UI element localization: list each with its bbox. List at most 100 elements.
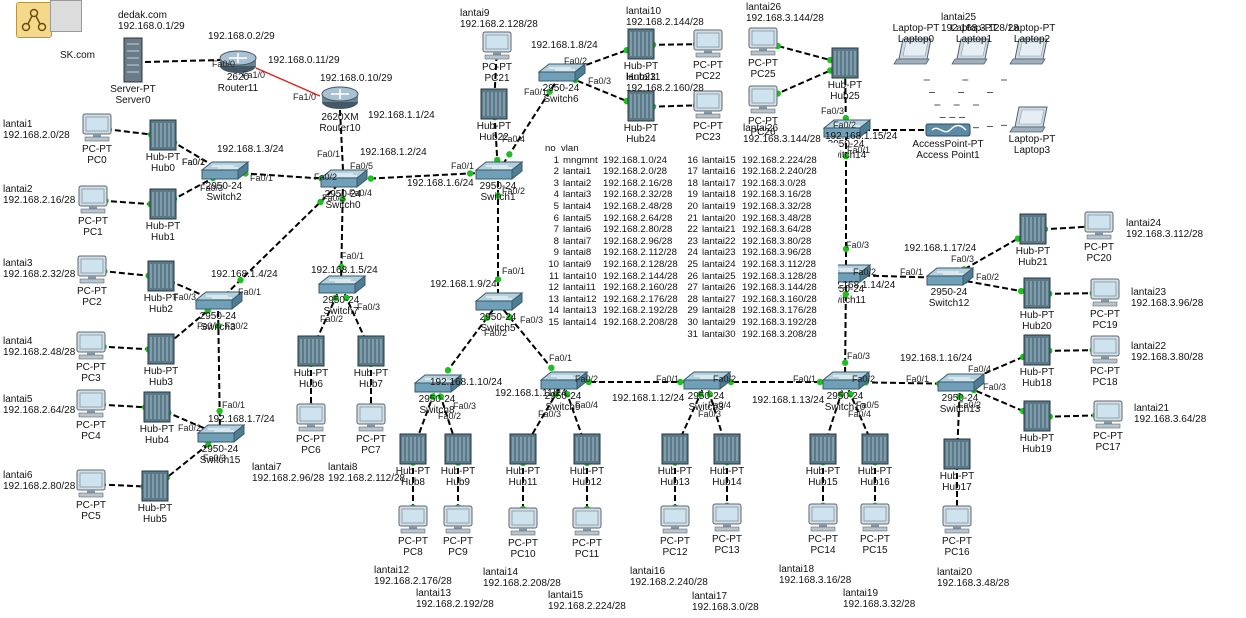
hub-icon[interactable] bbox=[627, 28, 655, 60]
vlan-number: 28 bbox=[687, 293, 698, 305]
pc-icon[interactable] bbox=[1090, 335, 1120, 364]
pc-icon[interactable] bbox=[860, 503, 890, 532]
router11-icon[interactable] bbox=[219, 50, 257, 73]
hub-icon[interactable] bbox=[831, 47, 859, 79]
vlan-subnet: 192.168.2.48/28 bbox=[603, 200, 673, 212]
hub-icon[interactable] bbox=[297, 335, 325, 367]
pc-icon[interactable] bbox=[443, 505, 473, 534]
pc-icon[interactable] bbox=[78, 185, 108, 214]
pc-icon[interactable] bbox=[1084, 211, 1114, 240]
hub-icon[interactable] bbox=[943, 438, 971, 470]
hub-icon[interactable] bbox=[627, 90, 655, 122]
pc-icon[interactable] bbox=[76, 389, 106, 418]
server-icon[interactable] bbox=[123, 37, 143, 83]
hub-icon[interactable] bbox=[1023, 400, 1051, 432]
switch-icon[interactable] bbox=[194, 290, 244, 311]
hub-icon[interactable] bbox=[661, 433, 689, 465]
laptop-icon[interactable] bbox=[1009, 38, 1048, 65]
pc-icon[interactable] bbox=[712, 503, 742, 532]
link-light bbox=[237, 276, 244, 284]
link-light bbox=[842, 291, 850, 298]
pc-icon[interactable] bbox=[76, 469, 106, 498]
vlan-name: lantai6 bbox=[563, 224, 592, 236]
vlan-subnet: 192.168.3.16/28 bbox=[742, 189, 812, 201]
pc-icon[interactable] bbox=[356, 403, 386, 432]
wire-server-router11 bbox=[144, 59, 221, 63]
pc-icon[interactable] bbox=[1093, 400, 1123, 429]
pc-icon[interactable] bbox=[693, 29, 723, 58]
vlan-number: 4 bbox=[553, 189, 559, 201]
pc-icon[interactable] bbox=[660, 505, 690, 534]
hub-icon[interactable] bbox=[149, 188, 177, 220]
hub-icon[interactable] bbox=[143, 391, 171, 423]
hub-icon[interactable] bbox=[357, 335, 385, 367]
vlan-number: 25 bbox=[687, 258, 698, 270]
switch-icon[interactable] bbox=[925, 266, 975, 287]
cluster-panel-icon[interactable] bbox=[50, 0, 82, 32]
pc-icon[interactable] bbox=[296, 403, 326, 432]
pc-icon[interactable] bbox=[398, 505, 428, 534]
hub-icon[interactable] bbox=[141, 470, 169, 502]
pc-icon[interactable] bbox=[508, 507, 538, 536]
pc-icon[interactable] bbox=[748, 85, 778, 114]
hub-icon[interactable] bbox=[147, 333, 175, 365]
pc-icon[interactable] bbox=[572, 507, 602, 536]
switch-icon[interactable] bbox=[474, 160, 524, 181]
pc-icon[interactable] bbox=[942, 505, 972, 534]
laptop-icon[interactable] bbox=[893, 38, 932, 65]
link-light bbox=[444, 367, 452, 374]
hub-icon[interactable] bbox=[480, 88, 508, 120]
switch-icon[interactable] bbox=[822, 118, 872, 139]
hub-icon[interactable] bbox=[1019, 213, 1047, 245]
hub-icon[interactable] bbox=[713, 433, 741, 465]
hub-icon[interactable] bbox=[399, 433, 427, 465]
vlan-name: lantai2 bbox=[563, 177, 592, 189]
switch-icon[interactable] bbox=[319, 168, 369, 189]
hub-icon[interactable] bbox=[509, 433, 537, 465]
hub-icon[interactable] bbox=[573, 433, 601, 465]
vlan-name: lantai4 bbox=[563, 200, 592, 212]
pc-icon[interactable] bbox=[77, 255, 107, 284]
link-light bbox=[706, 391, 713, 398]
switch-icon[interactable] bbox=[474, 291, 524, 312]
laptop-icon[interactable] bbox=[1009, 106, 1048, 133]
vlan-subnet: 192.168.2.16/28 bbox=[603, 177, 673, 189]
router10-icon[interactable] bbox=[321, 86, 359, 109]
laptop-icon[interactable] bbox=[951, 38, 990, 65]
switch-icon[interactable] bbox=[539, 370, 589, 391]
vlan-name: lantai18 bbox=[702, 189, 736, 201]
vlan-number: 6 bbox=[553, 212, 559, 224]
vlan-subnet: 192.168.3.80/28 bbox=[742, 235, 812, 247]
pc-icon[interactable] bbox=[482, 31, 512, 60]
vlan-name: lantai28 bbox=[702, 305, 736, 317]
switch-icon[interactable] bbox=[537, 62, 587, 83]
switch-icon[interactable] bbox=[936, 372, 986, 393]
pc-icon[interactable] bbox=[748, 27, 778, 56]
pc-icon[interactable] bbox=[76, 331, 106, 360]
network-tool-icon[interactable] bbox=[16, 2, 52, 38]
hub-icon[interactable] bbox=[861, 433, 889, 465]
switch-icon[interactable] bbox=[196, 423, 246, 444]
access-point-icon[interactable] bbox=[925, 123, 971, 137]
pc-icon[interactable] bbox=[808, 503, 838, 532]
hub-icon[interactable] bbox=[1023, 277, 1051, 309]
pc-icon[interactable] bbox=[693, 90, 723, 119]
hub-icon[interactable] bbox=[149, 119, 177, 151]
hub-icon[interactable] bbox=[809, 433, 837, 465]
hub-icon[interactable] bbox=[147, 260, 175, 292]
switch-icon[interactable] bbox=[821, 370, 871, 391]
switch-icon[interactable] bbox=[317, 274, 367, 295]
hub-icon[interactable] bbox=[1023, 334, 1051, 366]
pc-icon[interactable] bbox=[82, 113, 112, 142]
switch-icon[interactable] bbox=[200, 160, 250, 181]
switch-icon[interactable] bbox=[682, 370, 732, 391]
pc-icon[interactable] bbox=[1090, 278, 1120, 307]
hub-icon[interactable] bbox=[444, 433, 472, 465]
switch-icon[interactable] bbox=[413, 373, 463, 394]
